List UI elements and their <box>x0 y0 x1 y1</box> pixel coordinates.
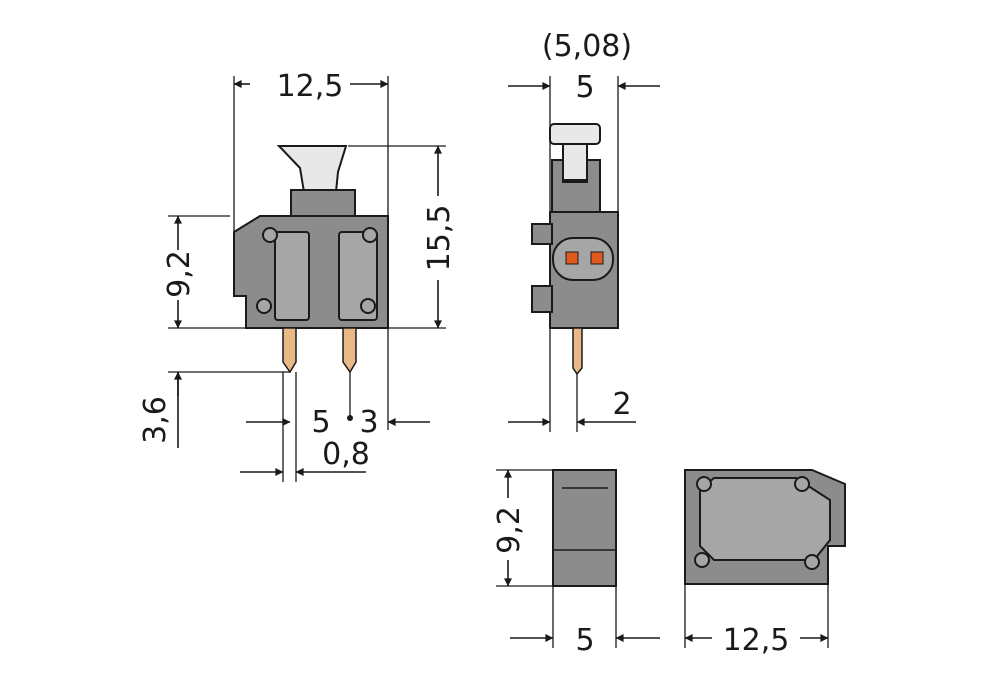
side-tab-top <box>531 223 553 245</box>
dim-front-height-total: 15,5 <box>422 205 457 272</box>
cover-screw-tl <box>696 476 712 492</box>
dim-pin-width: 0,8 <box>322 437 370 472</box>
marker-dimensions <box>496 469 660 648</box>
front-screw-bl <box>256 298 272 314</box>
front-screw-tl <box>262 227 278 243</box>
dim-side-pitch: 5 <box>575 70 594 105</box>
front-view <box>233 145 389 374</box>
cover-dimensions <box>684 584 829 648</box>
dim-pin-pitch-b: 3 <box>359 405 378 440</box>
side-led-window <box>552 237 614 281</box>
dim-marker-width: 5 <box>575 623 594 658</box>
cover-screw-bl <box>694 552 710 568</box>
side-dimensions <box>508 76 660 432</box>
marker-body <box>552 469 617 587</box>
side-led-left <box>565 251 579 265</box>
front-screw-tr <box>362 227 378 243</box>
cover-screw-tr <box>794 476 810 492</box>
side-lever-cap <box>549 123 601 145</box>
dim-pin-pitch-a: 5 <box>311 405 330 440</box>
front-dimensions <box>168 76 446 482</box>
dim-side-pin-offset: 2 <box>612 387 631 422</box>
front-pin-right <box>342 327 357 374</box>
front-pin-left <box>282 327 297 374</box>
dim-cover-width: 12,5 <box>723 623 790 658</box>
side-pin <box>572 327 583 376</box>
cover-inner-panel <box>699 477 831 561</box>
dim-side-pitch-alt: (5,08) <box>542 29 632 64</box>
front-window-left <box>274 231 310 321</box>
front-window-right <box>338 231 378 321</box>
front-lever <box>276 145 348 193</box>
cover-screw-br <box>804 554 820 570</box>
dim-front-width: 12,5 <box>277 69 344 104</box>
side-lever-stem <box>562 143 588 181</box>
dim-marker-height: 9,2 <box>492 506 527 554</box>
dim-front-height-body: 9,2 <box>162 250 197 298</box>
front-screw-br <box>360 298 376 314</box>
side-view <box>531 123 619 376</box>
dim-pin-length: 3,6 <box>138 396 173 444</box>
marker-view <box>552 469 617 587</box>
side-tab-bottom <box>531 285 553 313</box>
dimension-labels: 12,5 15,5 9,2 3,6 5 3 0,8 (5,08) 5 2 9,2… <box>138 29 789 658</box>
side-led-right <box>590 251 604 265</box>
cover-view <box>684 469 846 585</box>
